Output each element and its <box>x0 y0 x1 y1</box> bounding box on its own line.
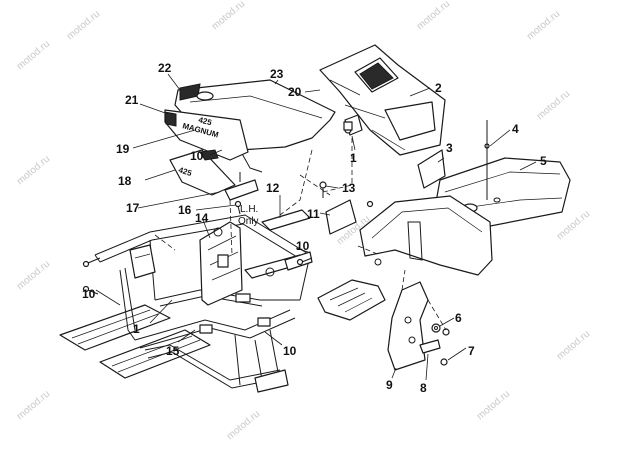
watermark: motod.ru <box>15 259 52 293</box>
watermark: motod.ru <box>225 409 262 443</box>
callout-10-mid: 10 <box>296 239 310 253</box>
callout-14: 14 <box>195 211 209 225</box>
watermark: motod.ru <box>415 0 452 32</box>
mud-flap <box>387 281 429 371</box>
callout-11: 11 <box>307 207 320 221</box>
hardware <box>419 120 490 366</box>
watermark: motod.ru <box>65 9 102 43</box>
callout-12: 12 <box>266 181 280 195</box>
watermark: motod.ru <box>525 9 562 43</box>
callout-15: 15 <box>166 344 180 358</box>
watermark: motod.ru <box>555 209 592 243</box>
callout-17: 17 <box>126 201 140 215</box>
small-parts <box>234 121 374 231</box>
skid-plate <box>317 279 386 321</box>
callout-22: 22 <box>158 61 172 75</box>
decal-425-side: 425 <box>177 165 193 178</box>
lower-front-panel: 425 <box>169 149 236 196</box>
callout-1-bottom: 1 <box>133 322 140 336</box>
callout-20: 20 <box>288 85 302 99</box>
watermark: motod.ru <box>555 329 592 363</box>
callout-23: 23 <box>270 67 284 81</box>
console <box>319 44 446 156</box>
callout-numbers: 22 23 20 2 21 19 10 1 3 4 5 18 12 13 17 … <box>82 61 547 395</box>
callout-4: 4 <box>512 122 519 136</box>
decal-425-top: 425 <box>197 115 213 127</box>
watermark: motod.ru <box>535 89 572 123</box>
leader-lines <box>95 73 537 381</box>
callout-10-bottom: 10 <box>283 344 297 358</box>
callout-21: 21 <box>125 93 139 107</box>
callout-13: 13 <box>342 181 356 195</box>
note-only: Only <box>238 216 259 227</box>
bracket <box>224 172 259 201</box>
frame-assembly <box>59 214 313 393</box>
side-fender-panel <box>359 195 493 276</box>
watermark: motod.ru <box>210 0 247 32</box>
callout-6: 6 <box>455 311 462 325</box>
callout-8: 8 <box>420 381 427 395</box>
watermark: motod.ru <box>15 154 52 188</box>
callout-18: 18 <box>118 174 132 188</box>
front-side-panel: 425 MAGNUM <box>164 109 249 161</box>
small-panels <box>325 149 446 235</box>
callout-19: 19 <box>116 142 130 156</box>
callout-7: 7 <box>468 344 475 358</box>
watermark: motod.ru <box>15 39 52 73</box>
callout-5: 5 <box>540 154 547 168</box>
callout-2: 2 <box>435 81 442 95</box>
callout-3: 3 <box>446 141 453 155</box>
callout-9: 9 <box>386 378 393 392</box>
callout-1-top: 1 <box>350 151 357 165</box>
callout-10-left: 10 <box>82 287 96 301</box>
watermark: motod.ru <box>475 389 512 423</box>
callout-16: 16 <box>178 203 192 217</box>
note-lh: L.H. <box>240 204 258 215</box>
assembly-lines <box>154 138 447 331</box>
watermark: motod.ru <box>15 389 52 423</box>
callout-10-top: 10 <box>190 149 204 163</box>
